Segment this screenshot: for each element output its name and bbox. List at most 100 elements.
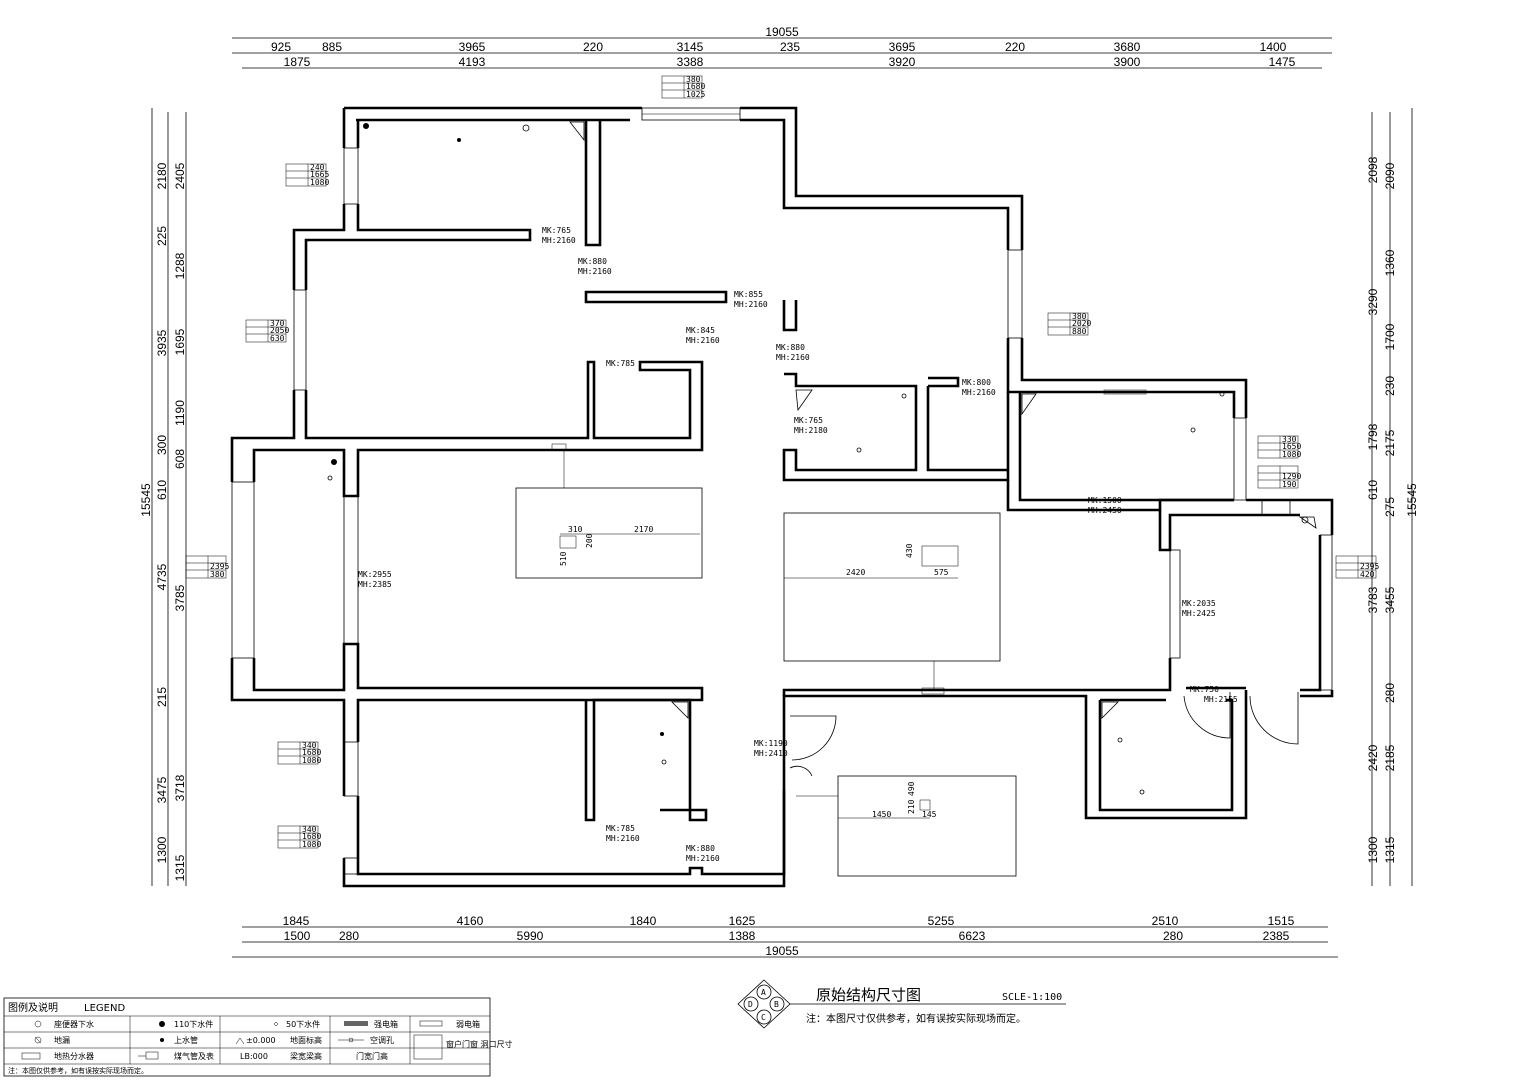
door-mk: MK:2035: [1182, 599, 1216, 608]
window-value: 880: [1072, 327, 1087, 336]
left-dimensions: 15545 2180 225 3935 300 610 4735 215 347…: [139, 108, 187, 886]
door-mh: MH:2155: [1204, 695, 1238, 704]
left-dim: 1300: [155, 836, 169, 863]
left-total: 15545: [139, 483, 153, 517]
door-mh: MH:2180: [794, 426, 828, 435]
drawing-scale: SCLE-1:100: [1002, 992, 1062, 1003]
walls: [230, 106, 1334, 888]
window-value: 380: [1072, 312, 1087, 321]
legend-label: 地面标高: [290, 1035, 322, 1045]
left-dim: 3785: [173, 584, 187, 611]
window-value: 370: [270, 319, 285, 328]
window-table: 2395 380: [185, 555, 229, 579]
bottom-total: 19055: [765, 944, 799, 958]
window-value: 1680: [302, 832, 321, 841]
door-mh: MH:2425: [1182, 609, 1216, 618]
door-mh: MH:2160: [734, 300, 768, 309]
water-pipe-icon: [160, 1038, 164, 1042]
door-mh: MH:2450: [1088, 506, 1122, 515]
top-dimensions: 19055 925 885 3965 220 3145 235 3695 220…: [232, 25, 1332, 69]
window-value: 240: [310, 163, 325, 172]
fixtures: 310 2170 200 510 430 2420 575 490 210 14…: [515, 389, 1147, 877]
legend-footer: 注：本图仅供参考，如有误按实际现场而定。: [8, 1066, 148, 1075]
legend-label: LB:000: [240, 1052, 268, 1061]
window-value: 1680: [302, 748, 321, 757]
bottom-dim: 2385: [1263, 929, 1290, 943]
drain-110-icon: [159, 1021, 165, 1027]
counter-dim: 2420: [846, 568, 865, 577]
window-value: 1025: [686, 90, 705, 99]
right-dim: 2090: [1383, 162, 1397, 189]
door-mh: MH:2160: [686, 336, 720, 345]
dining-counter: [783, 512, 1001, 662]
right-dim: 1300: [1366, 836, 1380, 863]
right-dim: 2175: [1383, 429, 1397, 456]
top-dim: 1400: [1260, 40, 1287, 54]
door-swing: [1249, 692, 1299, 745]
right-dim: 1360: [1383, 249, 1397, 276]
door-mk: MK:845: [686, 326, 715, 335]
left-dim: 2405: [173, 162, 187, 189]
left-dim: 608: [173, 449, 187, 469]
right-dim: 2185: [1383, 744, 1397, 771]
door-mk: MK:880: [686, 844, 715, 853]
door-mk: MK:880: [578, 257, 607, 266]
top-dim: 235: [780, 40, 800, 54]
counter-dim: 2170: [634, 525, 653, 534]
left-dim: 215: [155, 687, 169, 707]
bottom-dim: 4160: [457, 914, 484, 928]
legend: 图例及说明 LEGEND 座便器下水 110下水件 50下水件 强电箱 弱电箱 …: [3, 997, 513, 1077]
bottom-dim: 6623: [959, 929, 986, 943]
top-dim: 3965: [459, 40, 486, 54]
counter-dim: 200: [585, 533, 594, 548]
top-dim: 3680: [1114, 40, 1141, 54]
window-value: 2395: [210, 562, 229, 571]
electric-box-icon: [344, 1021, 368, 1026]
legend-label: 梁宽梁高: [290, 1051, 322, 1061]
top-dim: 3900: [1114, 55, 1141, 69]
right-dim: 1798: [1366, 423, 1380, 450]
legend-label: 弱电箱: [456, 1019, 480, 1029]
plumbing-points: [327, 123, 1309, 795]
door-mk: MK:800: [962, 378, 991, 387]
left-dim: 1288: [173, 252, 187, 279]
door-mk: MK:750: [1190, 685, 1219, 694]
window-value: 380: [210, 570, 225, 579]
door-mh: MH:2385: [358, 580, 392, 589]
drawing-note: 注：本图尺寸仅供参考，如有误按实际现场而定。: [806, 1012, 1026, 1025]
right-dim: 3783: [1366, 586, 1380, 613]
window-value: 380: [686, 75, 701, 84]
window-value: 1080: [302, 840, 321, 849]
top-dim: 1475: [1269, 55, 1296, 69]
bottom-dim: 5990: [517, 929, 544, 943]
window-size-icon: [413, 1034, 443, 1060]
right-dim: 610: [1366, 480, 1380, 500]
gas-icon: [138, 1051, 159, 1060]
window-table: 340 1680 1080: [277, 825, 321, 849]
right-dim: 275: [1383, 497, 1397, 517]
right-dim: 2420: [1366, 744, 1380, 771]
windows: [231, 107, 1333, 875]
bottom-dim: 1845: [283, 914, 310, 928]
top-dim: 885: [322, 40, 342, 54]
left-dim: 3475: [155, 776, 169, 803]
bottom-dim: 1840: [630, 914, 657, 928]
legend-label: 空调孔: [370, 1035, 394, 1045]
window-table: 1290 190: [1257, 465, 1301, 489]
window-tables: 380 1680 1025 240 1665 1080 370 2050 630…: [185, 75, 1379, 849]
door-mk: MK:2955: [358, 570, 392, 579]
door-mh: MH:2160: [542, 236, 576, 245]
entry-cabinet: [837, 775, 1017, 877]
wall-bedroom-nw: [230, 106, 1334, 888]
top-dim: 3695: [889, 40, 916, 54]
right-dim: 280: [1383, 683, 1397, 703]
window-value: 1080: [1282, 450, 1301, 459]
right-dim: 2098: [1366, 156, 1380, 183]
bottom-dim: 280: [339, 929, 359, 943]
legend-label: 煤气管及表: [174, 1051, 214, 1061]
bottom-dim: 1625: [729, 914, 756, 928]
top-dim: 220: [583, 40, 603, 54]
ac-hole-icon: [338, 1037, 364, 1043]
right-dim: 230: [1383, 376, 1397, 396]
